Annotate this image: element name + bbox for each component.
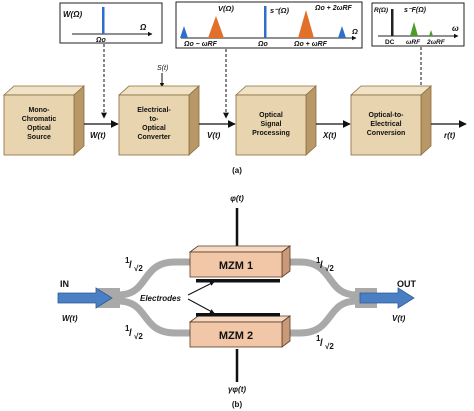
block-osp-line-1: Optical bbox=[259, 112, 283, 119]
in-signal-label: W(t) bbox=[62, 314, 78, 323]
spectrum3-tick-2rf: 2ωRF bbox=[426, 39, 446, 46]
svg-text:/: / bbox=[320, 260, 323, 271]
block-eo-line-3: Optical bbox=[142, 125, 166, 132]
spectrum2-carrier bbox=[264, 6, 267, 38]
coef-top-left: 1 / √2 bbox=[125, 256, 143, 273]
out-signal-label: V(t) bbox=[392, 314, 406, 323]
svg-text:√2: √2 bbox=[134, 332, 143, 341]
coef-top-right: 1 / √2 bbox=[316, 256, 334, 273]
signal-s-label: S(t) bbox=[157, 65, 168, 72]
svg-text:/: / bbox=[129, 328, 132, 339]
mzm-2: MZM 2 bbox=[188, 315, 292, 348]
waveguide-network bbox=[117, 258, 358, 337]
phi-top-label: φ(t) bbox=[230, 194, 244, 203]
block-source-line-2: Chromatic bbox=[22, 116, 57, 123]
input-arrow bbox=[57, 287, 113, 309]
svg-text:√2: √2 bbox=[325, 264, 334, 273]
spectrum3-ylabel2: s⁻F(Ω) bbox=[404, 7, 427, 14]
output-arrow bbox=[359, 287, 415, 309]
block-osp-line-3: Processing bbox=[252, 130, 290, 137]
electrodes-label: Electrodes bbox=[140, 294, 181, 303]
block-oe-line-2: Electrical bbox=[370, 121, 401, 128]
svg-text:1: 1 bbox=[125, 256, 130, 265]
electrode-bottom bbox=[196, 313, 280, 317]
spectrum2-lower-sideband bbox=[208, 16, 224, 38]
phi-bottom-label: γφ(t) bbox=[228, 385, 246, 394]
block-eo-line-2: to- bbox=[150, 116, 160, 123]
spectrum-box-2: V(Ω) s⁻(Ω) Ωo + 2ωRF Ω Ωo − ωRF Ωo Ωo + … bbox=[175, 1, 363, 49]
electrode-top bbox=[196, 279, 280, 283]
block-source: Mono- Chromatic Optical Source bbox=[2, 85, 86, 156]
svg-text:/: / bbox=[320, 338, 323, 349]
electrodes-pointer-bottom bbox=[187, 298, 215, 314]
spectrum1-carrier-line bbox=[102, 7, 105, 34]
block-oe-line-1: Optical-to- bbox=[369, 112, 405, 119]
mzm-1-label: MZM 1 bbox=[219, 260, 253, 272]
spectrum2-upper-sideband bbox=[298, 10, 314, 38]
block-source-line-4: Source bbox=[27, 134, 51, 141]
spectrum2-tick-left: Ωo − ωRF bbox=[183, 41, 218, 48]
spectrum2-lower-sideband-2 bbox=[180, 26, 188, 38]
spectrum3-dc-line bbox=[391, 9, 394, 36]
block-source-line-3: Optical bbox=[27, 125, 51, 132]
svg-text:√2: √2 bbox=[134, 264, 143, 273]
signal-v-label: V(t) bbox=[207, 131, 221, 140]
mzm-2-label: MZM 2 bbox=[219, 330, 253, 342]
spectrum3-rf-tone bbox=[410, 22, 418, 36]
caption-a: (a) bbox=[232, 166, 242, 175]
spectrum2-tick-center: Ωo bbox=[257, 41, 268, 48]
svg-text:/: / bbox=[129, 260, 132, 271]
signal-w-label: W(t) bbox=[90, 131, 106, 140]
mzm-1: MZM 1 bbox=[188, 245, 292, 278]
spectrum2-ylabel2: s⁻(Ω) bbox=[270, 6, 289, 15]
block-osp-line-2: Signal bbox=[260, 121, 281, 128]
signal-r-label: r(t) bbox=[444, 131, 455, 140]
coef-bottom-right: 1 / √2 bbox=[316, 334, 334, 351]
out-label: OUT bbox=[397, 279, 417, 289]
spectrum1-axis-label: Ω bbox=[139, 23, 147, 32]
spectrum3-axis-label: ω bbox=[452, 24, 459, 33]
spectrum2-ylabel: V(Ω) bbox=[218, 4, 234, 13]
electrodes-pointer-top bbox=[187, 281, 215, 296]
spectrum-box-3: R(Ω) s⁻F(Ω) ω DC ωRF 2ωRF bbox=[371, 2, 465, 47]
block-oe-line-3: Conversion bbox=[367, 130, 406, 137]
block-source-line-1: Mono- bbox=[29, 107, 51, 114]
spectrum2-tick-top: Ωo + 2ωRF bbox=[314, 5, 353, 12]
spectrum-box-1: W(Ω) Ω Ωo bbox=[59, 2, 163, 44]
spectrum3-ylabel: R(Ω) bbox=[374, 7, 388, 14]
spectrum1-tick: Ωo bbox=[95, 37, 106, 44]
svg-text:1: 1 bbox=[316, 256, 321, 265]
spectrum2-axis-label: Ω bbox=[351, 27, 358, 36]
svg-text:1: 1 bbox=[316, 334, 321, 343]
svg-text:1: 1 bbox=[125, 324, 130, 333]
signal-x-label: X(t) bbox=[322, 131, 337, 140]
block-oe-conversion: Optical-to- Electrical Conversion bbox=[349, 85, 433, 156]
block-eo-line-4: Converter bbox=[137, 134, 170, 141]
in-label: IN bbox=[60, 279, 69, 289]
svg-text:√2: √2 bbox=[325, 342, 334, 351]
coef-bottom-left: 1 / √2 bbox=[125, 324, 143, 341]
block-eo-line-1: Electrical- bbox=[137, 107, 171, 114]
block-eo-converter: Electrical- to- Optical Converter bbox=[117, 85, 201, 156]
spectrum3-tick-dc: DC bbox=[385, 39, 395, 46]
caption-b: (b) bbox=[232, 400, 243, 409]
block-signal-processing: Optical Signal Processing bbox=[234, 85, 318, 156]
spectrum2-tick-right: Ωo + ωRF bbox=[293, 41, 328, 48]
spectrum3-tick-rf: ωRF bbox=[406, 39, 421, 46]
spectrum3-2rf-tone bbox=[429, 30, 433, 36]
spectrum1-ylabel: W(Ω) bbox=[63, 10, 82, 19]
spectrum2-upper-sideband-2 bbox=[338, 26, 346, 38]
